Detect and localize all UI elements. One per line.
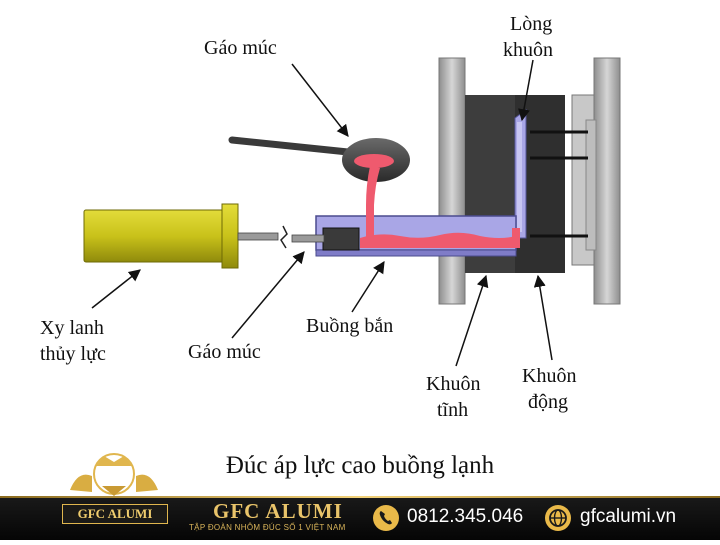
- piston-rod-left: [237, 232, 279, 241]
- ladle-handle: [228, 136, 352, 156]
- arrow-moving-die: [533, 274, 553, 361]
- label-cylinder-line1: Xy lanh: [40, 317, 104, 339]
- arrow-ladle-top: [291, 63, 349, 137]
- arrow-shot-chamber: [351, 260, 385, 313]
- footer-top-line: [0, 496, 720, 498]
- brand-name: GFC ALUMI: [213, 499, 343, 523]
- label-moving-die-line2: động: [528, 391, 568, 413]
- phone-icon: [373, 505, 399, 531]
- logo-text: GFC ALUMI: [62, 504, 168, 524]
- arrow-cylinder: [91, 269, 141, 309]
- plunger-rod-right: [291, 234, 325, 243]
- molten-metal-chamber: [360, 232, 516, 248]
- plunger-tip: [322, 227, 360, 251]
- label-cavity-line1: Lòng: [510, 13, 553, 35]
- label-fixed-die-line1: Khuôn: [426, 373, 481, 395]
- moving-platen: [593, 57, 621, 305]
- cavity-fill: [517, 122, 522, 232]
- globe-icon: [545, 505, 571, 531]
- pouring-stream: [366, 166, 380, 238]
- footer-banner: GFC ALUMI TẬP ĐOÀN NHÔM ĐÚC SỐ 1 VIỆT NA…: [0, 496, 720, 540]
- arrow-ladle-bottom: [231, 251, 305, 339]
- arrow-cavity: [518, 59, 534, 122]
- label-shot-chamber: Buồng bắn: [306, 315, 394, 337]
- label-moving-die-line1: Khuôn: [522, 365, 577, 387]
- hydraulic-cylinder-cap: [221, 203, 239, 269]
- tie-bar-plate: [585, 119, 597, 251]
- gfc-crest-logo: [70, 453, 158, 496]
- molten-metal-cavity: [512, 228, 520, 248]
- phone-number[interactable]: 0812.345.046: [407, 506, 524, 527]
- hydraulic-cylinder-body: [83, 209, 225, 263]
- ladle-metal: [354, 154, 394, 168]
- diagram-title: Đúc áp lực cao buồng lạnh: [225, 452, 495, 479]
- fixed-platen: [438, 57, 466, 305]
- rod-break-symbol: [280, 225, 288, 249]
- brand-tagline: TẬP ĐOÀN NHÔM ĐÚC SỐ 1 VIỆT NAM: [189, 523, 346, 532]
- label-fixed-die-line2: tĩnh: [437, 399, 469, 421]
- website-link[interactable]: gfcalumi.vn: [580, 506, 677, 527]
- label-cavity-line2: khuôn: [503, 39, 553, 61]
- shot-chamber-bottom: [315, 249, 517, 257]
- label-ladle-top: Gáo múc: [204, 37, 277, 59]
- label-ladle-bottom: Gáo múc: [188, 341, 261, 363]
- arrow-fixed-die: [455, 274, 489, 367]
- label-cylinder-line2: thủy lực: [40, 343, 106, 365]
